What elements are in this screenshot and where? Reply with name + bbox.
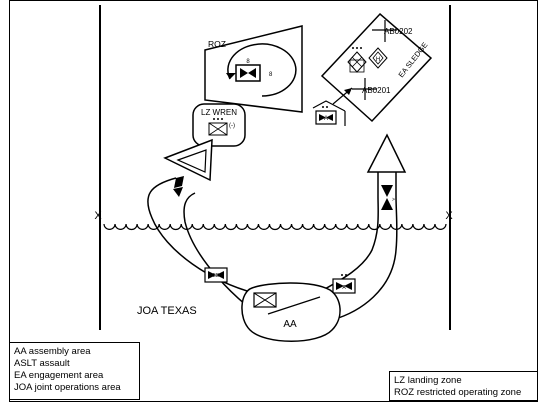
diagram-border [9, 0, 538, 402]
legend-item: EA engagement area [14, 370, 104, 381]
ab0201-label: AB0201 [362, 86, 391, 95]
route-left-arrowhead-inner [176, 149, 207, 173]
ea-diamond-upper-mod: H [376, 57, 380, 63]
legend-item: ASLT assault [14, 358, 70, 369]
phase-line-x-right: X [445, 210, 453, 222]
legend-right: LZ landing zone ROZ restricted operating… [389, 371, 538, 401]
unit-left-route-mod: BD [213, 273, 220, 279]
aa-unit-symbol [253, 292, 277, 308]
route-right-right-side [331, 195, 398, 321]
aa-label: AA [283, 319, 297, 330]
roz-aviation-unit-symbol [235, 64, 261, 82]
aa-slash-line [267, 296, 321, 315]
assembly-area [241, 282, 341, 342]
ab0202-label: AB0202 [384, 27, 413, 36]
lz-wren-unit-modifier: (-) [229, 123, 235, 129]
legend-left: AA assembly area ASLT assault EA engagem… [9, 342, 140, 400]
lz-wren-label: LZ WREN [201, 108, 237, 117]
unit-right-route-symbol [332, 274, 356, 294]
route-right-checkpoint-top [381, 185, 393, 197]
route-right-tick: > [392, 197, 395, 203]
unit-left-route-symbol [204, 267, 228, 283]
phase-line-x-left: X [94, 210, 102, 222]
roz-circular-track [227, 43, 297, 97]
roz-unit-side-label: 8 [269, 72, 273, 78]
phase-line-scallop [103, 223, 447, 231]
legend-item: LZ landing zone [394, 375, 462, 386]
roz-track-arrowhead [226, 73, 236, 79]
route-right-checkpoint-bottom [381, 198, 393, 210]
roz-unit-echelon: 8 [246, 59, 250, 65]
unit-air-assault-symbol [312, 100, 346, 126]
route-left-checkpoint-bottom [173, 187, 183, 197]
roz-label: ROZ [208, 39, 226, 49]
unit-right-route-mod: A [342, 285, 346, 291]
ea-diamond-unit-symbol-right [368, 47, 388, 69]
air-assault-arrowhead [344, 88, 352, 95]
route-left-inner [183, 192, 247, 306]
legend-item: ROZ restricted operating zone [394, 387, 522, 398]
ea-diamond-inner-box [349, 59, 365, 73]
joa-texas-label: JOA TEXAS [137, 305, 197, 317]
legend-item: JOA joint operations area [14, 382, 121, 393]
route-right-arrowhead [366, 133, 407, 173]
legend-item: AA assembly area [14, 346, 91, 357]
lz-wren-unit-symbol [208, 118, 228, 136]
unit-air-assault-mod: A [324, 116, 328, 122]
route-left-checkpoint-top [174, 176, 184, 188]
